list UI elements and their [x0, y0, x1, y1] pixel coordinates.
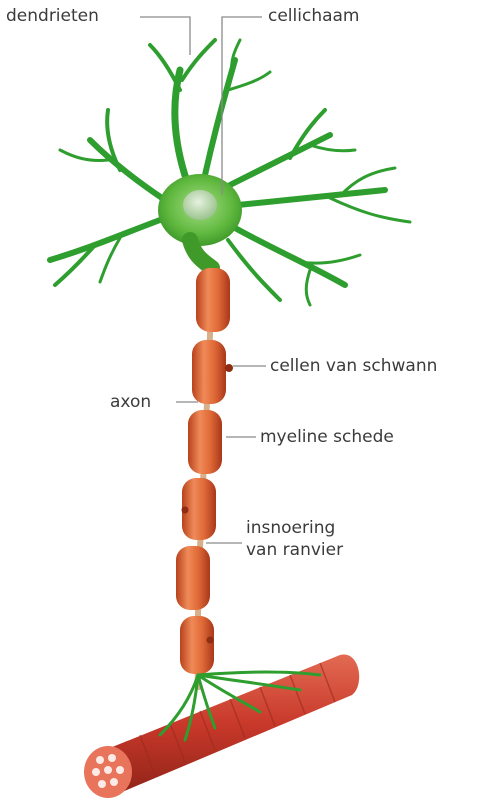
dendrites — [50, 40, 410, 305]
nucleus — [183, 190, 217, 220]
label-ranvier-line2: van ranvier — [246, 540, 343, 560]
label-schwann-cells: cellen van schwann — [270, 356, 437, 376]
label-dendrites: dendrieten — [6, 6, 99, 26]
cell-body — [158, 174, 242, 268]
label-ranvier-line1: insnoering — [246, 518, 335, 538]
label-axon: axon — [110, 392, 151, 412]
label-cell-body: cellichaam — [268, 6, 360, 26]
label-myelin-sheath: myeline schede — [260, 427, 394, 447]
myelin-segments — [176, 268, 233, 674]
